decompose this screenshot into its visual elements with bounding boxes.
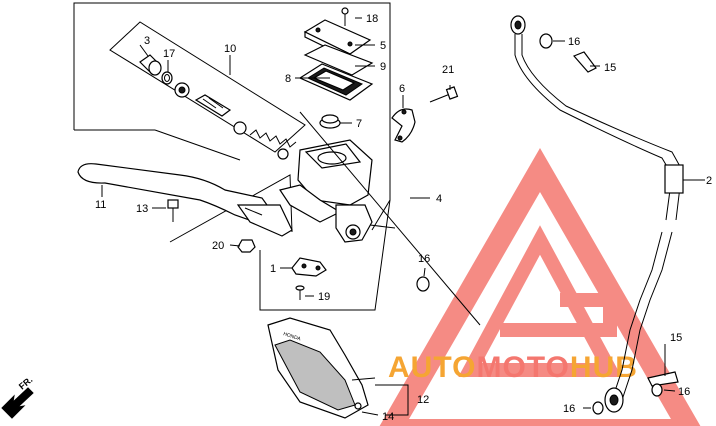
callout-numbers: 1 2 3 4 5 6 7 8 9 10 11 12 13 14 15 15 1… [95,13,712,423]
master-cylinder-body [279,139,396,243]
hand-guard: HONDA [267,317,376,419]
callout-7: 7 [356,118,362,130]
watermark-logo [379,147,701,426]
callout-17: 17 [163,48,175,60]
front-direction-label: FR. [17,375,35,392]
watermark-hub: HUB [570,351,638,384]
watermark-moto: MOTO [476,351,569,384]
front-direction-arrow: FR. [1,375,35,419]
brake-hose [416,15,684,415]
small-parts [167,86,459,300]
callout-8: 8 [285,73,291,85]
brake-lever [77,163,293,237]
callout-2: 2 [706,175,712,187]
callout-5: 5 [380,40,386,52]
callout-18: 18 [366,13,378,25]
callout-14: 14 [382,411,394,423]
callout-16c: 16 [678,386,690,398]
callout-12: 12 [417,394,429,406]
callout-9: 9 [380,61,386,73]
callout-3: 3 [144,35,150,47]
callout-16b: 16 [418,253,430,265]
callout-10: 10 [224,43,236,55]
callout-4: 4 [436,193,442,205]
callout-6: 6 [399,83,405,95]
callout-19: 19 [318,291,330,303]
callout-15b: 15 [670,332,682,344]
leader-lines [101,17,705,416]
callout-16a: 16 [568,36,580,48]
callout-1: 1 [270,263,276,275]
reservoir-cap-parts [298,7,374,101]
hand-guard-brand: HONDA [282,331,302,342]
piston-kit [139,54,297,160]
front-arrow-icon [1,387,34,419]
assembly-frames [73,2,391,311]
callout-13: 13 [136,203,148,215]
callout-20: 20 [212,240,224,252]
watermark-text: AUTOMOTOHUB [388,351,638,384]
watermark-auto: AUTO [388,351,476,384]
callout-15a: 15 [604,62,616,74]
callout-11: 11 [95,199,106,211]
callout-21: 21 [442,64,454,76]
callout-16d: 16 [563,403,575,415]
